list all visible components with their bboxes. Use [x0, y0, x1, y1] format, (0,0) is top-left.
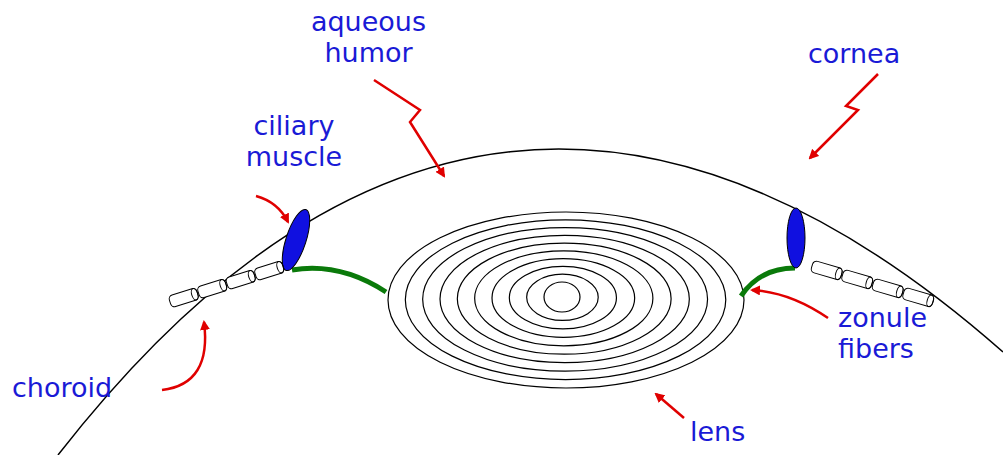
lens-ring	[440, 235, 689, 362]
part-label: lens	[690, 416, 770, 447]
lens-rings	[388, 212, 744, 388]
choroid-cylinder	[841, 269, 874, 289]
lens-ring	[509, 266, 616, 328]
choroid-cylinder	[225, 270, 256, 290]
lens-ring	[544, 282, 580, 312]
choroid-cylinder	[810, 260, 843, 280]
choroid-cylinder	[254, 261, 285, 281]
zonule-fiber	[292, 268, 386, 292]
lens-ring	[388, 212, 744, 388]
lens-ring	[457, 243, 671, 354]
lens-ring	[527, 274, 599, 320]
cornea-outline	[58, 149, 1003, 455]
part-label: zonule fibers	[838, 302, 950, 364]
part-label: cornea	[808, 38, 948, 69]
lens-ring	[423, 228, 708, 372]
part-label: ciliary muscle	[238, 110, 350, 172]
pointer-arrows	[162, 74, 878, 418]
part-label: choroid	[12, 372, 152, 403]
choroid-cylinder	[168, 288, 199, 308]
choroid-vessels	[168, 260, 935, 307]
lens-ring	[475, 251, 653, 346]
lens-ring	[405, 220, 725, 380]
ciliary-muscle	[787, 208, 805, 268]
part-label: aqueous humor	[286, 6, 451, 68]
choroid-cylinder	[197, 279, 228, 299]
choroid-cylinder	[871, 278, 904, 298]
lens-ring	[492, 259, 635, 338]
